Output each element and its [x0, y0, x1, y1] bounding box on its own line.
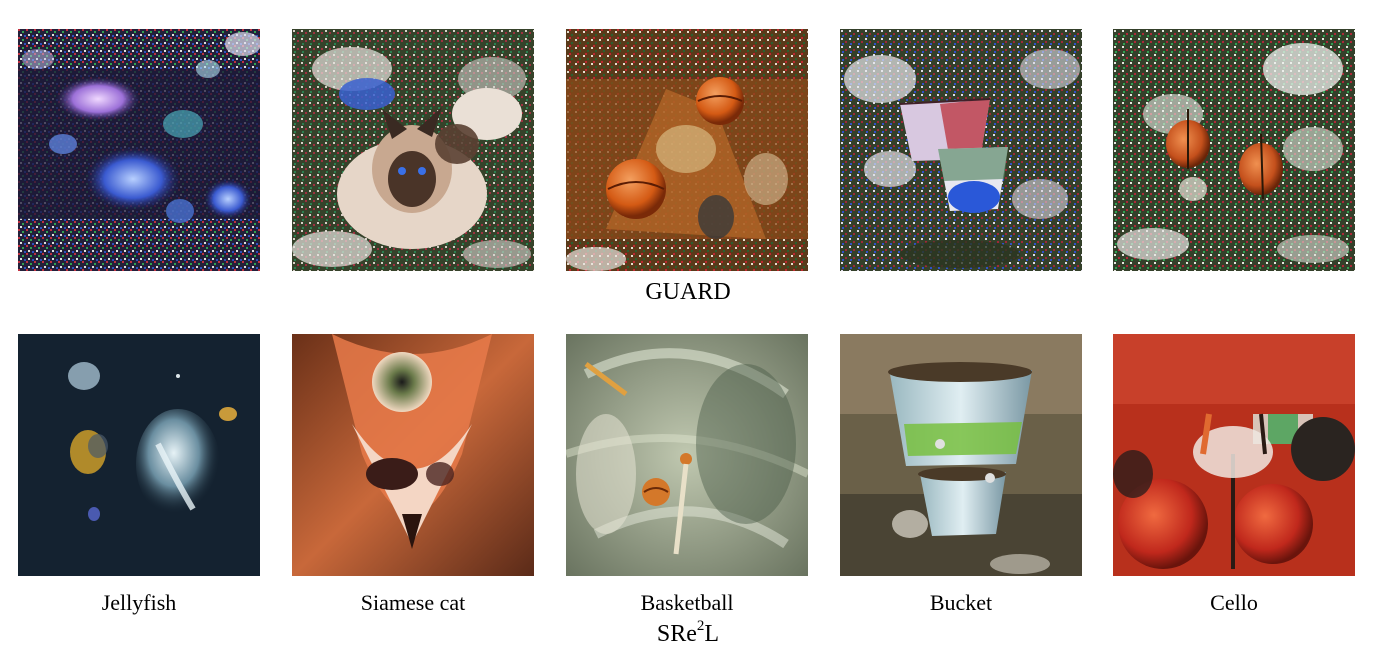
sre2l-basketball-image: [566, 334, 808, 576]
class-label-cello: Cello: [1210, 590, 1258, 615]
class-label-basketball: Basketball: [640, 590, 734, 615]
class-label-siamese-cat: Siamese cat: [360, 590, 466, 615]
guard-bucket-image: [840, 29, 1082, 271]
guard-basketball-image: [566, 29, 808, 271]
sre2l-label-suffix: L: [704, 621, 720, 647]
guard-method-label: GUARD: [645, 279, 731, 305]
sre2l-label-superscript: 2: [696, 618, 705, 634]
sre2l-jellyfish-image: [18, 334, 260, 576]
sre2l-method-label: SRe2L: [0, 618, 1376, 648]
sre2l-siamese-cat-image: [292, 334, 534, 576]
guard-siamese-cat-image: [292, 29, 534, 271]
guard-cello-image: [1113, 29, 1355, 271]
class-label-jellyfish: Jellyfish: [101, 590, 177, 615]
sre2l-label-prefix: SRe: [656, 621, 697, 647]
class-label-bucket: Bucket: [929, 590, 993, 615]
guard-jellyfish-image: [18, 29, 260, 271]
sre2l-bucket-image: [840, 334, 1082, 576]
sre2l-cello-image: [1113, 334, 1355, 576]
